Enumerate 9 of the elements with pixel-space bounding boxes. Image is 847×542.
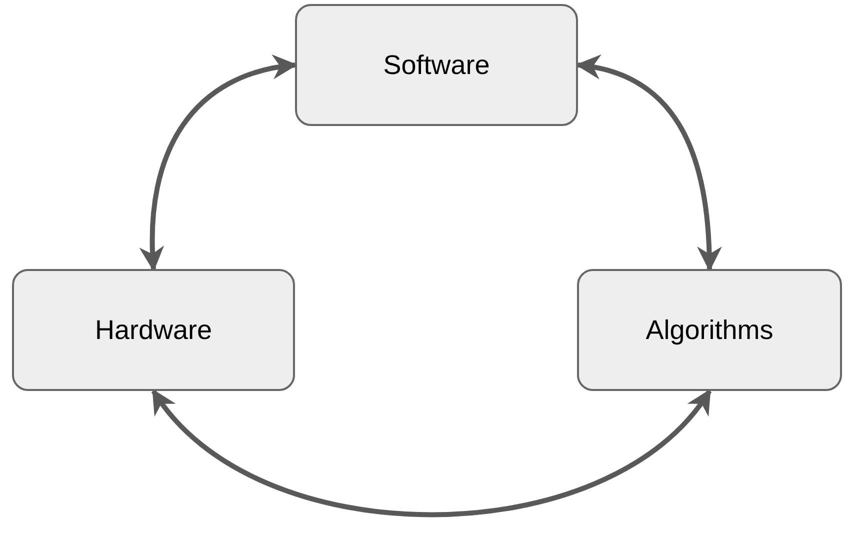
process-box	[577, 269, 842, 391]
node-label: Software	[383, 48, 490, 82]
double-headed-arrow	[140, 56, 298, 272]
process-box	[295, 4, 578, 126]
double-headed-arrow	[152, 389, 712, 518]
node-label: Algorithms	[646, 314, 774, 347]
node-label: Hardware	[94, 314, 212, 347]
process-box	[12, 269, 295, 391]
double-headed-arrow	[576, 56, 722, 272]
